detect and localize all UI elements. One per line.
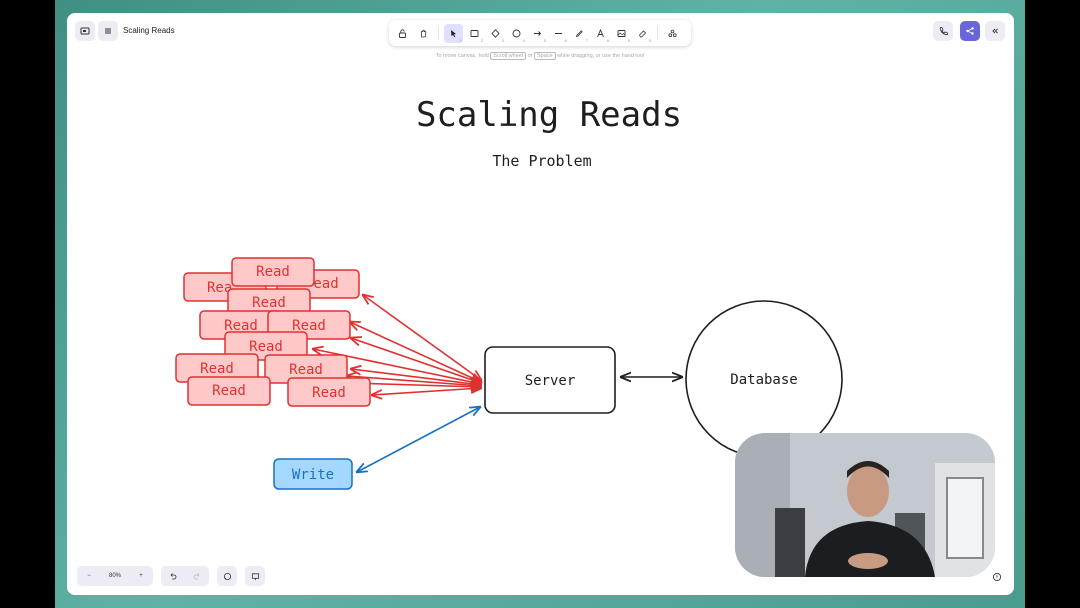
phone-icon bbox=[940, 27, 948, 35]
tool-pencil[interactable]: 7 bbox=[570, 24, 589, 43]
read-arrow[interactable] bbox=[372, 388, 481, 395]
read-box[interactable]: Read bbox=[187, 376, 271, 406]
zoom-level[interactable]: 80% bbox=[108, 573, 121, 579]
presentation-button[interactable] bbox=[245, 566, 265, 586]
svg-text:Server: Server bbox=[525, 373, 576, 389]
comment-button[interactable] bbox=[217, 566, 237, 586]
read-boxes: Rea ead Read Read Read Read bbox=[175, 257, 371, 407]
hamburger-icon bbox=[105, 28, 111, 34]
read-box[interactable]: Read bbox=[264, 354, 348, 384]
slides-icon bbox=[251, 572, 259, 580]
call-button[interactable] bbox=[933, 21, 953, 41]
svg-text:Read: Read bbox=[252, 295, 286, 311]
svg-text:Write: Write bbox=[292, 467, 334, 483]
hand-icon bbox=[421, 29, 427, 37]
tool-rectangle[interactable]: 2 bbox=[465, 24, 484, 43]
tool-shortcut: 6 bbox=[564, 37, 567, 43]
diagram-subtitle[interactable]: The Problem bbox=[492, 152, 591, 170]
help-button[interactable] bbox=[987, 567, 1007, 587]
tool-shortcut: 8 bbox=[606, 37, 609, 43]
whiteboard-app: Scaling Reads 1 2 3 4 5 6 7 8 9 0 To move canvas,… bbox=[67, 13, 1014, 595]
tool-text[interactable]: 8 bbox=[591, 24, 610, 43]
history-controls bbox=[161, 566, 209, 586]
svg-text:Read: Read bbox=[289, 362, 323, 378]
toolbar-divider bbox=[657, 26, 658, 40]
read-arrow[interactable] bbox=[363, 295, 481, 380]
drawing-toolbar: 1 2 3 4 5 6 7 8 9 0 bbox=[389, 20, 691, 46]
tool-shortcut: 5 bbox=[543, 37, 546, 43]
svg-text:Read: Read bbox=[249, 339, 283, 355]
webcam-overlay bbox=[735, 433, 995, 577]
read-box[interactable]: Read bbox=[175, 353, 259, 383]
svg-text:Read: Read bbox=[256, 264, 290, 280]
svg-text:Rea: Rea bbox=[207, 280, 232, 296]
tool-shortcut: 7 bbox=[585, 37, 588, 43]
write-arrow[interactable] bbox=[357, 407, 480, 472]
redo-icon bbox=[193, 573, 200, 580]
tool-shortcut: 0 bbox=[648, 37, 651, 43]
zoom-out-button[interactable]: − bbox=[87, 573, 91, 579]
canvas-hint: To move canvas, hold Scroll wheel or Spa… bbox=[435, 52, 645, 60]
svg-text:Read: Read bbox=[292, 318, 326, 334]
tool-selection[interactable]: 1 bbox=[444, 23, 463, 43]
diagram-title[interactable]: Scaling Reads bbox=[416, 95, 682, 135]
tool-shapes[interactable] bbox=[663, 24, 682, 43]
chevrons-left-icon bbox=[992, 28, 998, 34]
webcam-feed-image bbox=[735, 433, 995, 577]
tool-shortcut: 1 bbox=[459, 37, 462, 43]
read-box[interactable]: Read bbox=[231, 257, 315, 287]
shapes-icon bbox=[668, 29, 677, 37]
text-icon bbox=[597, 28, 604, 37]
document-title[interactable]: Scaling Reads bbox=[123, 26, 175, 35]
tool-lock[interactable] bbox=[393, 24, 412, 43]
tool-hand[interactable] bbox=[414, 24, 433, 43]
chat-bubble-icon bbox=[223, 572, 231, 580]
tool-ellipse[interactable]: 4 bbox=[507, 24, 526, 43]
diamond-icon bbox=[491, 28, 500, 38]
tool-eraser[interactable]: 0 bbox=[633, 24, 652, 43]
tool-shortcut: 2 bbox=[480, 37, 483, 43]
bottom-controls: − 80% + bbox=[77, 566, 265, 586]
tool-shortcut: 3 bbox=[501, 37, 504, 43]
svg-text:Database: Database bbox=[730, 372, 797, 388]
tool-diamond[interactable]: 3 bbox=[486, 24, 505, 43]
tool-shortcut: 4 bbox=[522, 37, 525, 43]
svg-text:Read: Read bbox=[200, 361, 234, 377]
sidebar-icon bbox=[80, 27, 90, 35]
svg-text:ead: ead bbox=[313, 276, 338, 292]
image-icon bbox=[617, 29, 626, 37]
sidebar-toggle-button[interactable] bbox=[75, 21, 95, 41]
share-button[interactable] bbox=[960, 21, 980, 41]
zoom-in-button[interactable]: + bbox=[139, 573, 143, 579]
menu-button[interactable] bbox=[98, 21, 118, 41]
lock-icon bbox=[399, 28, 406, 38]
read-arrow[interactable] bbox=[350, 322, 481, 382]
zoom-controls: − 80% + bbox=[77, 566, 153, 586]
selection-icon bbox=[451, 29, 456, 37]
drawing-canvas[interactable]: Scaling Reads The Problem Rea ead bbox=[67, 13, 1014, 595]
collapse-panel-button[interactable] bbox=[985, 21, 1005, 41]
undo-button[interactable] bbox=[161, 572, 185, 580]
server-box[interactable]: Server bbox=[484, 346, 616, 414]
arrow-icon bbox=[534, 30, 542, 36]
undo-icon bbox=[170, 573, 177, 580]
read-box[interactable]: Read bbox=[287, 377, 371, 407]
toolbar-divider bbox=[438, 26, 439, 40]
pencil-icon bbox=[575, 29, 583, 37]
eraser-icon bbox=[639, 29, 647, 37]
tool-image[interactable]: 9 bbox=[612, 24, 631, 43]
tool-arrow[interactable]: 5 bbox=[528, 24, 547, 43]
help-icon bbox=[992, 572, 1002, 582]
rectangle-icon bbox=[470, 29, 479, 37]
svg-text:Read: Read bbox=[212, 383, 246, 399]
redo-button[interactable] bbox=[185, 572, 209, 580]
tool-shortcut: 9 bbox=[627, 37, 630, 43]
write-box[interactable]: Write bbox=[273, 458, 353, 490]
svg-text:Read: Read bbox=[224, 318, 258, 334]
tool-line[interactable]: 6 bbox=[549, 24, 568, 43]
line-icon bbox=[555, 32, 562, 34]
ellipse-icon bbox=[512, 29, 521, 37]
svg-text:Read: Read bbox=[312, 385, 346, 401]
share-icon bbox=[966, 27, 974, 35]
